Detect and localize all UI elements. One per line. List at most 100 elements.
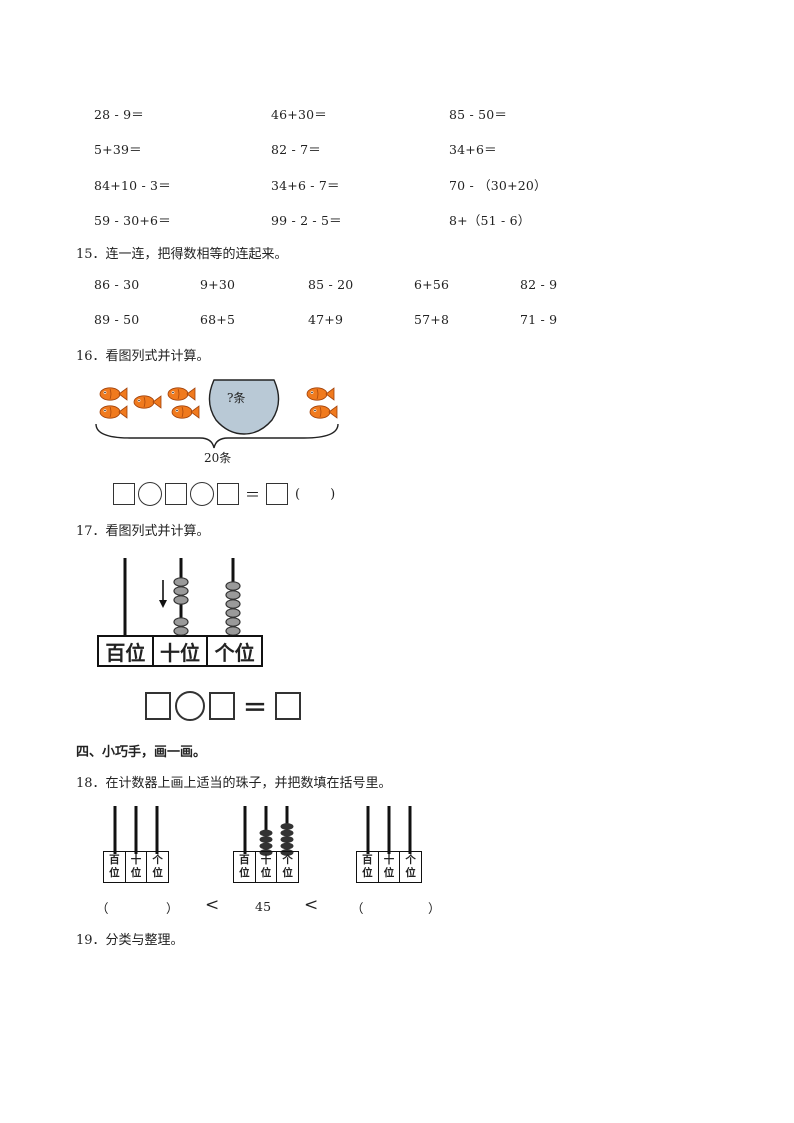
place-ones: 个位 xyxy=(214,640,255,665)
calc-item: 28 - 9＝ xyxy=(94,107,144,122)
calc-item: 70 - （30+20） xyxy=(449,178,547,193)
bead xyxy=(225,581,241,591)
counter-left[interactable]: 百位 十位 个位 xyxy=(103,800,169,884)
bowl-label: ?条 xyxy=(227,391,246,405)
total-label: 20条 xyxy=(204,451,232,465)
counter-rods xyxy=(366,806,412,854)
match-item[interactable]: 82 - 9 xyxy=(520,277,558,292)
place-value-base: 百位 十位 个位 xyxy=(97,635,263,667)
question-16-title: 16．看图列式并计算。 xyxy=(76,349,210,364)
match-item[interactable]: 68+5 xyxy=(200,312,236,327)
calc-item: 82 - 7＝ xyxy=(271,142,321,157)
bead xyxy=(173,595,189,605)
answer-box[interactable] xyxy=(165,483,187,505)
operator-circle[interactable] xyxy=(138,482,162,506)
fish-icon xyxy=(99,387,128,401)
answer-box[interactable] xyxy=(113,483,135,505)
counter-right[interactable]: 百位 十位 个位 xyxy=(356,800,422,884)
place-ones: 个位 xyxy=(282,854,293,879)
match-item[interactable]: 6+56 xyxy=(414,277,450,292)
calc-item: 46+30＝ xyxy=(271,107,327,122)
fish-icon xyxy=(167,387,196,401)
counter-base: 百位 十位 个位 xyxy=(233,851,299,883)
calc-item: 5+39＝ xyxy=(94,142,142,157)
place-hundreds: 百位 xyxy=(357,852,379,882)
bead xyxy=(225,590,241,600)
question-15-title: 15．连一连，把得数相等的连起来。 xyxy=(76,247,288,262)
bead xyxy=(259,849,273,856)
calc-item: 34+6＝ xyxy=(449,142,497,157)
counter-rods xyxy=(243,806,294,856)
down-arrow-head-icon xyxy=(159,600,167,608)
bead xyxy=(225,608,241,618)
match-item[interactable]: 85 - 20 xyxy=(308,277,354,292)
calc-item: 84+10 - 3＝ xyxy=(94,178,171,193)
answer-blank-left[interactable] xyxy=(112,898,162,914)
place-hundreds: 百位 xyxy=(234,852,256,882)
operator-circle[interactable] xyxy=(175,690,205,721)
fish-icon xyxy=(309,405,338,419)
answer-box[interactable] xyxy=(209,691,235,720)
answer-box[interactable] xyxy=(145,691,171,720)
place-hundreds: 百位 xyxy=(104,852,126,882)
answer-box[interactable] xyxy=(266,483,289,505)
bead xyxy=(259,842,273,850)
counter-base: 百位 十位 个位 xyxy=(103,851,169,883)
bead xyxy=(225,599,241,609)
fish-icon xyxy=(171,405,200,419)
calc-item: 8+（51 - 6） xyxy=(449,213,531,228)
place-ones: 个位 xyxy=(405,854,416,879)
bead xyxy=(259,836,273,843)
fish-illustration xyxy=(95,379,339,449)
brace-icon xyxy=(95,423,339,449)
calc-item: 59 - 30+6＝ xyxy=(94,213,171,228)
calc-item: 85 - 50＝ xyxy=(449,107,508,122)
counter-base: 百位 十位 个位 xyxy=(356,851,422,883)
bead xyxy=(173,617,189,627)
unit-paren-close: ) xyxy=(330,486,336,502)
bead xyxy=(280,829,294,837)
bead xyxy=(280,849,294,856)
operator-circle[interactable] xyxy=(190,482,214,506)
bead xyxy=(259,829,273,837)
bead xyxy=(280,842,294,850)
abacus-figure-17: 百位 十位 个位 ＝ xyxy=(95,552,325,730)
equals-sign: ＝ xyxy=(243,693,267,722)
calc-item: 99 - 2 - 5＝ xyxy=(271,213,342,228)
match-item[interactable]: 86 - 30 xyxy=(94,277,140,292)
answer-box[interactable] xyxy=(275,691,301,720)
unit-paren-open: ( xyxy=(295,486,301,502)
bead xyxy=(225,617,241,627)
bead xyxy=(280,836,294,843)
fish-bowl-icon xyxy=(208,379,280,435)
equation-row-16: ＝ ( ) xyxy=(113,482,335,506)
place-ones: 个位 xyxy=(152,854,163,879)
question-19-title: 19．分类与整理。 xyxy=(76,933,184,948)
fish-icon xyxy=(133,395,162,409)
paren-close-left: ） xyxy=(166,901,179,916)
match-item[interactable]: 9+30 xyxy=(200,277,236,292)
section-4-title: 四、小巧手，画一画。 xyxy=(76,745,207,760)
question-17-title: 17．看图列式并计算。 xyxy=(76,524,210,539)
less-than-sign: < xyxy=(205,895,220,915)
calc-item: 34+6 - 7＝ xyxy=(271,178,340,193)
match-item[interactable]: 57+8 xyxy=(414,312,450,327)
place-tens: 十位 xyxy=(379,852,401,882)
match-item[interactable]: 47+9 xyxy=(308,312,344,327)
bead xyxy=(225,626,241,636)
unit-blank[interactable] xyxy=(303,485,327,503)
question-18-title: 18．在计数器上画上适当的珠子，并把数填在括号里。 xyxy=(76,776,392,791)
equals-sign: ＝ xyxy=(245,485,261,504)
match-item[interactable]: 89 - 50 xyxy=(94,312,140,327)
paren-close-right: ） xyxy=(428,901,441,916)
fish-icon xyxy=(99,405,128,419)
answer-blank-right[interactable] xyxy=(368,898,426,914)
bead xyxy=(173,577,189,587)
match-item[interactable]: 71 - 9 xyxy=(520,312,558,327)
place-hundreds: 百位 xyxy=(99,637,154,665)
middle-value: 45 xyxy=(255,899,272,914)
fish-icon xyxy=(306,387,335,401)
paren-open-right: （ xyxy=(351,901,364,916)
answer-box[interactable] xyxy=(217,483,239,505)
equation-row-17: ＝ xyxy=(145,688,301,723)
